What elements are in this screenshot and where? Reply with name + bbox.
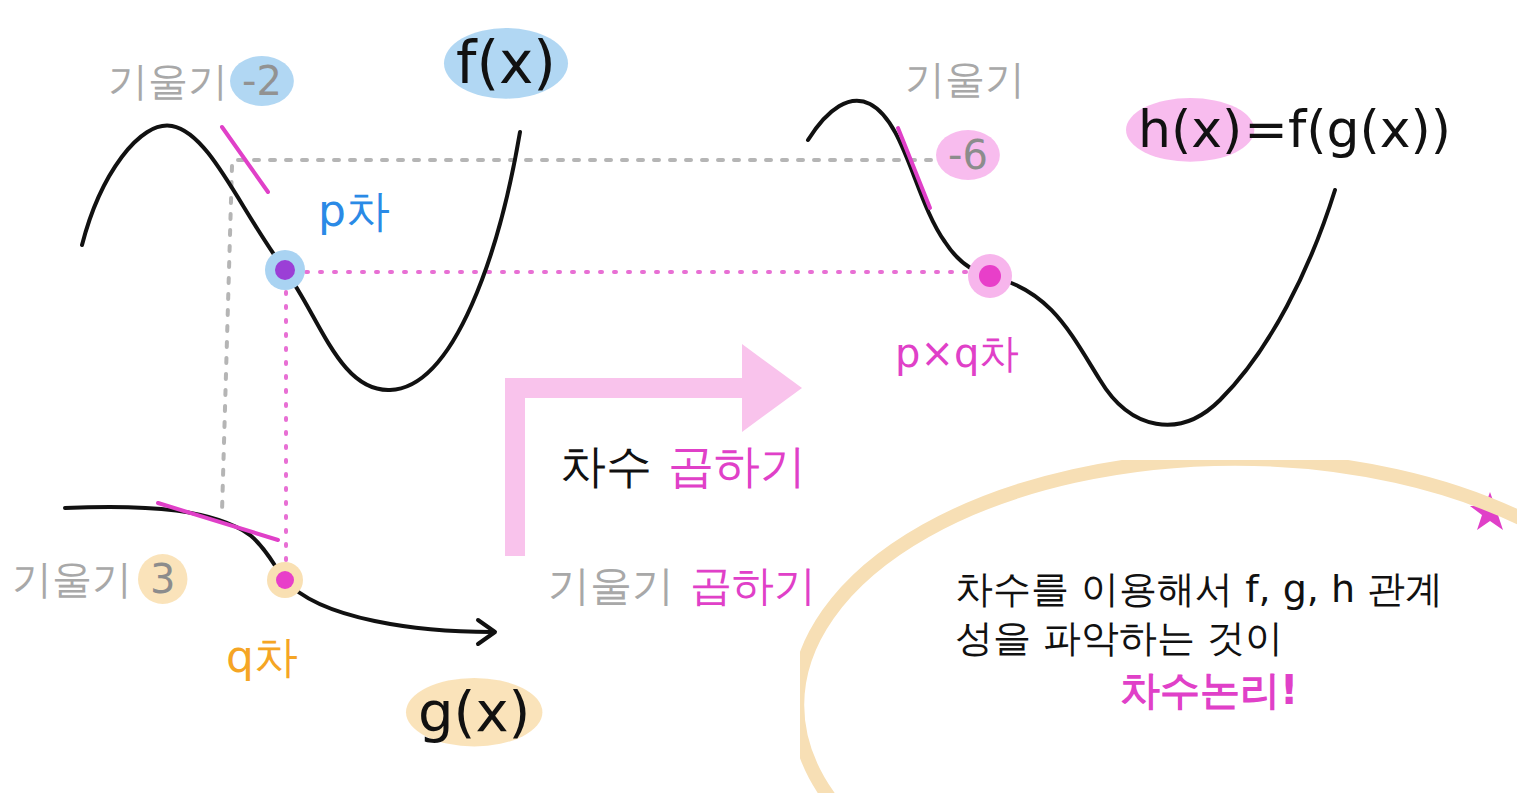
tangent-line	[898, 128, 930, 208]
function-name: h(x)	[1138, 100, 1242, 160]
guide-line	[222, 166, 232, 512]
function-name: f(x)	[456, 30, 556, 97]
highlight-blob	[936, 130, 1000, 180]
summary-ellipse: 차수를 이용해서 f, g, h 관계성을 파악하는 것이차수논리!	[800, 460, 1517, 793]
rule-text: 기울기	[548, 562, 674, 610]
summary-emphasis: 차수논리!	[955, 664, 1445, 716]
guide-line	[284, 292, 288, 564]
guide-line	[306, 270, 966, 274]
rule-text: 곱하기	[668, 440, 806, 493]
highlight-blob	[138, 554, 187, 604]
highlight-blob	[444, 28, 568, 99]
rule-text: 차수	[560, 440, 652, 493]
degree-label: q차	[226, 632, 298, 683]
composition-arrowhead	[742, 344, 802, 432]
highlight-blob	[406, 678, 542, 746]
f-curve	[82, 126, 520, 390]
slope-label: 기울기	[108, 58, 228, 104]
summary-text: 차수를 이용해서 f, g, h 관계성을 파악하는 것이	[955, 565, 1445, 664]
axis-arrowhead	[478, 620, 495, 644]
tangent-line	[158, 503, 278, 540]
point-dot	[276, 571, 294, 589]
guide-line	[238, 158, 935, 162]
function-definition: =f(g(x))	[1244, 100, 1451, 160]
slope-label: 기울기	[12, 556, 132, 602]
function-name: g(x)	[418, 680, 530, 744]
ellipse-text-box: 차수를 이용해서 f, g, h 관계성을 파악하는 것이차수논리!	[955, 565, 1445, 716]
slope-value: -6	[948, 132, 988, 178]
highlight-blob	[267, 562, 303, 598]
tangent-line	[222, 127, 268, 192]
rule-text: 곱하기	[690, 562, 816, 610]
point-dot	[275, 260, 295, 280]
highlight-blob	[1126, 98, 1254, 162]
highlight-blob	[230, 56, 294, 106]
point-dot	[979, 265, 1001, 287]
slope-value: 3	[150, 556, 175, 602]
highlight-blob	[265, 250, 305, 290]
slope-value: -2	[242, 58, 282, 104]
highlight-blob	[968, 254, 1012, 298]
degree-label: p차	[318, 186, 390, 237]
degree-label: p×q차	[895, 330, 1019, 376]
slope-label: 기울기	[905, 56, 1025, 102]
ellipse-outline	[800, 460, 1517, 793]
